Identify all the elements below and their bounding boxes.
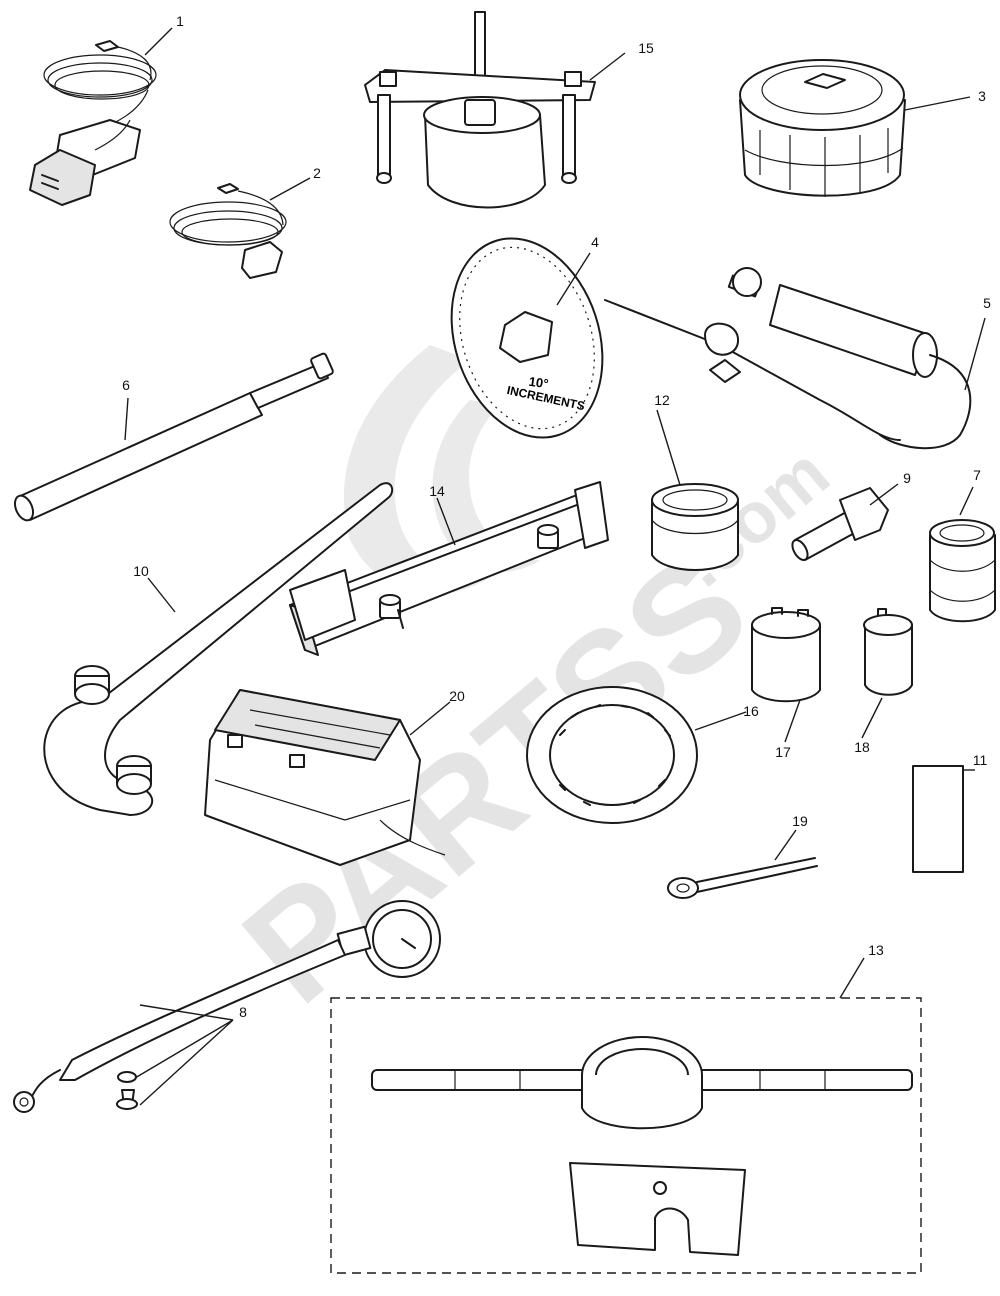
callout-16: 16 — [743, 703, 759, 719]
callout-11: 11 — [973, 752, 988, 768]
part-1-diagnostic-cable — [29, 40, 157, 206]
callout-17: 17 — [775, 744, 791, 760]
callout-12: 12 — [654, 392, 670, 408]
part-3-filter-wrench — [739, 59, 906, 197]
callout-19: 19 — [792, 813, 808, 829]
part-12-sleeve — [651, 483, 739, 571]
callout-8: 8 — [239, 1004, 247, 1020]
part-7-sleeve — [929, 519, 996, 623]
callout-4: 4 — [591, 234, 599, 250]
callout-15: 15 — [638, 40, 654, 56]
leader-lines — [124, 27, 986, 1106]
callout-9: 9 — [903, 470, 911, 486]
part-20-control-box — [204, 689, 446, 866]
part-10-holding-tool — [43, 482, 394, 816]
part-18-socket — [863, 608, 913, 696]
part-16-lock-ring — [526, 686, 698, 824]
part-11-block — [912, 765, 964, 873]
degree-wheel-line1: 10° — [528, 374, 550, 392]
part-6-slide-hammer — [13, 352, 334, 522]
part-17-socket — [751, 607, 821, 703]
callout-1: 1 — [176, 13, 184, 29]
part-4-degree-wheel: 10° INCREMENTS — [450, 237, 604, 439]
watermark: PARTSS .com — [213, 345, 844, 1035]
part-13-die-holder — [330, 997, 922, 1274]
callout-14: 14 — [429, 483, 445, 499]
callout-7: 7 — [973, 467, 981, 483]
callouts: 1 2 3 4 5 6 7 8 9 10 11 12 13 14 15 16 1… — [122, 13, 991, 1020]
part-8-pressure-gauge — [13, 900, 441, 1113]
part-15-puller — [364, 11, 596, 209]
callout-5: 5 — [983, 295, 991, 311]
part-2-cable — [169, 183, 287, 279]
callout-10: 10 — [133, 563, 149, 579]
part-19-tie — [667, 857, 818, 899]
callout-18: 18 — [854, 739, 870, 755]
callout-6: 6 — [122, 377, 130, 393]
part-14-locking-bar — [289, 481, 609, 656]
callout-13: 13 — [868, 942, 884, 958]
part-5-syringe-pump — [604, 267, 972, 450]
callout-3: 3 — [978, 88, 986, 104]
callout-20: 20 — [449, 688, 465, 704]
callout-2: 2 — [313, 165, 321, 181]
part-9-bolt — [791, 487, 889, 561]
